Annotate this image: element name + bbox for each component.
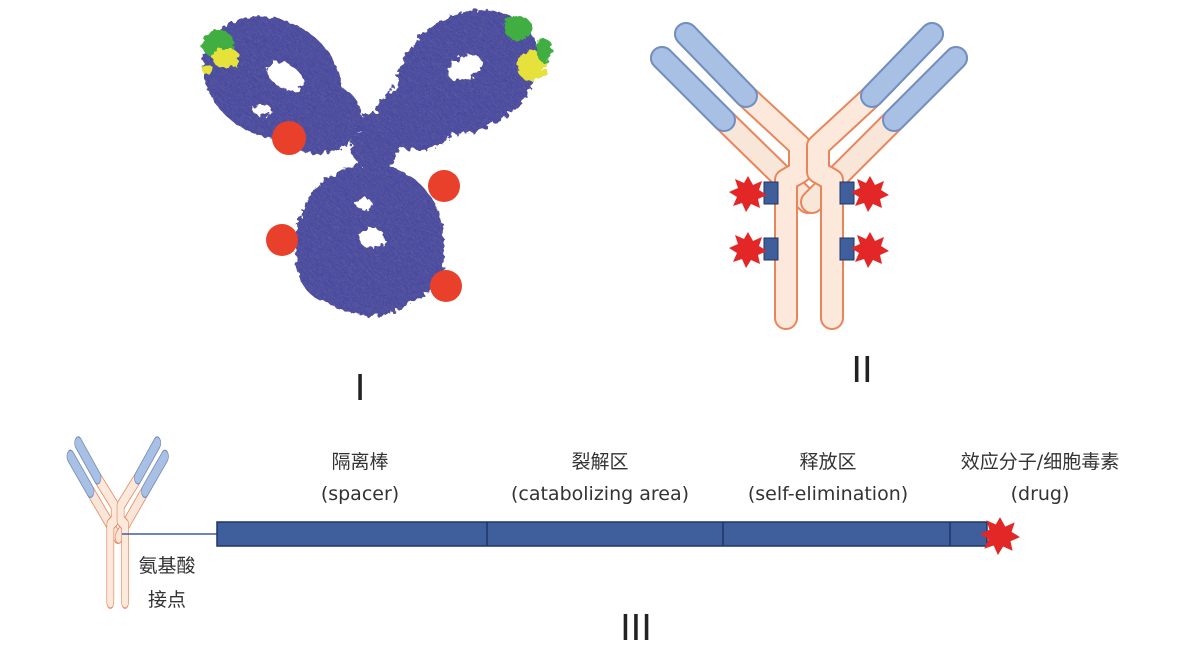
- panel-2-antibody-schematic: [662, 34, 956, 318]
- linker-bar-body: [216, 521, 988, 547]
- drug-sphere: [272, 121, 306, 155]
- segment-label-self-elimination: 释放区 (self-elimination): [748, 451, 908, 505]
- svg-text:氨基酸: 氨基酸: [138, 555, 195, 577]
- svg-text:(drug): (drug): [1011, 483, 1070, 505]
- junction-label: 氨基酸 接点: [138, 555, 195, 611]
- panel-1-numeral: I: [355, 368, 366, 409]
- svg-text:裂解区: 裂解区: [571, 451, 628, 473]
- conjugate-spheres: [266, 121, 462, 302]
- panel-2-linkers: [763, 181, 855, 261]
- svg-text:(self-elimination): (self-elimination): [748, 483, 908, 505]
- drug-star-icon: [729, 232, 767, 268]
- panel-3-numeral: III: [620, 608, 652, 648]
- panel-2-numeral: II: [851, 350, 872, 391]
- segment-label-catabolizing-area: 裂解区 (catabolizing area): [511, 451, 689, 505]
- segment-label-drug: 效应分子/细胞毒素 (drug): [961, 451, 1119, 505]
- drug-sphere: [430, 270, 462, 302]
- svg-text:释放区: 释放区: [799, 451, 856, 473]
- svg-text:(catabolizing area): (catabolizing area): [511, 483, 689, 505]
- linker-bar: [216, 521, 988, 547]
- svg-text:(spacer): (spacer): [321, 483, 399, 505]
- drug-star-icon: [729, 176, 767, 212]
- drug-sphere: [428, 170, 460, 202]
- svg-text:接点: 接点: [148, 589, 186, 611]
- panel-1-protein-model: [202, 10, 552, 316]
- svg-text:效应分子/细胞毒素: 效应分子/细胞毒素: [961, 451, 1119, 473]
- drug-sphere: [266, 224, 298, 256]
- panel-3-small-antibody: [71, 443, 165, 602]
- drug-star-icon: [851, 176, 889, 212]
- svg-text:隔离棒: 隔离棒: [331, 451, 388, 473]
- drug-star-icon: [851, 232, 889, 268]
- segment-label-spacer: 隔离棒 (spacer): [321, 451, 399, 505]
